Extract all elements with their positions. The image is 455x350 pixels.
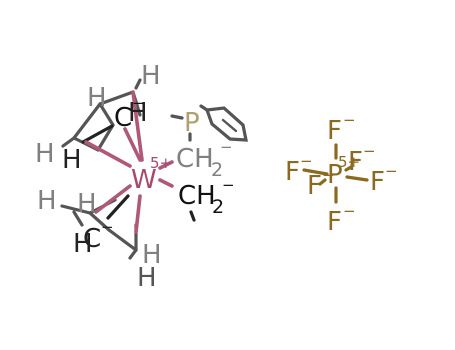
fluorine-label: F bbox=[327, 207, 342, 237]
carbon-lower-label: C bbox=[83, 224, 101, 254]
tungsten-charge: 5+ bbox=[150, 154, 172, 172]
phosphorus-anion-charge: 5+ bbox=[338, 153, 360, 171]
fluorine-charge: − bbox=[385, 162, 398, 180]
fluorine-label: F bbox=[370, 167, 385, 197]
fluorine-label: F bbox=[348, 147, 363, 177]
bond bbox=[60, 204, 92, 215]
bond bbox=[345, 175, 369, 182]
bond bbox=[131, 90, 144, 162]
bond bbox=[81, 124, 114, 144]
bond bbox=[318, 178, 327, 186]
bond bbox=[134, 194, 142, 234]
hydrogen-label: H bbox=[37, 186, 57, 216]
bond bbox=[199, 104, 209, 112]
carbon-lower-charge: − bbox=[101, 218, 114, 236]
bond bbox=[106, 194, 130, 220]
hydrogen-label: H bbox=[128, 98, 148, 128]
bond bbox=[221, 118, 238, 133]
hydrogen-label: H bbox=[35, 139, 55, 169]
hydrogen-label: H bbox=[137, 263, 157, 293]
bond bbox=[128, 248, 138, 260]
bond bbox=[96, 123, 115, 152]
hydrogen-label: H bbox=[87, 83, 107, 113]
bond bbox=[88, 211, 111, 232]
tungsten-label: W bbox=[131, 165, 157, 195]
bond bbox=[94, 184, 132, 214]
lower-ring-dark-bonds bbox=[106, 194, 130, 220]
phosphorus-anion-label: P bbox=[327, 160, 343, 190]
bond bbox=[302, 168, 329, 176]
methylene-b-subscript: 2 bbox=[212, 196, 224, 218]
bond bbox=[158, 178, 174, 188]
bond bbox=[170, 114, 184, 120]
hydrogen-label: H bbox=[62, 145, 82, 175]
methylene-b-charge: − bbox=[222, 176, 235, 194]
fluorine-charge: − bbox=[343, 202, 356, 220]
phenyl-outline bbox=[204, 106, 248, 142]
bond bbox=[98, 90, 135, 106]
bond bbox=[189, 210, 196, 222]
bond bbox=[61, 136, 76, 148]
hydrogen-label: H bbox=[77, 189, 97, 219]
carbon-upper-label: C bbox=[114, 103, 132, 133]
bond bbox=[158, 160, 174, 170]
fluorine-charge: − bbox=[343, 111, 356, 129]
fluorine-label: F bbox=[327, 116, 342, 146]
upper-ring-dark-bonds bbox=[81, 124, 114, 144]
hydrogen-label: H bbox=[73, 229, 93, 259]
bond bbox=[107, 228, 138, 252]
phenyl-ring bbox=[170, 104, 248, 142]
bond bbox=[72, 102, 102, 140]
fluorine-charge: − bbox=[300, 152, 313, 170]
methylene-a-charge: − bbox=[220, 138, 233, 156]
methylene-a-subscript: 2 bbox=[211, 159, 223, 181]
hydrogen-label: H bbox=[141, 61, 161, 91]
tungsten-bonds bbox=[84, 90, 174, 234]
hydrogen-label: H bbox=[142, 240, 162, 270]
methylene-a-label: CH bbox=[176, 144, 214, 174]
bond bbox=[134, 78, 142, 90]
fluorine-charge: − bbox=[322, 166, 335, 184]
bond bbox=[344, 165, 353, 172]
bond bbox=[72, 210, 84, 227]
bond bbox=[123, 127, 142, 162]
fluorine-charge: − bbox=[363, 142, 376, 160]
fluorine-label: F bbox=[285, 157, 300, 187]
methylene-b-label: CH bbox=[178, 181, 216, 211]
fluorine-label: F bbox=[307, 171, 322, 201]
bond bbox=[84, 140, 132, 168]
pf6-bonds bbox=[302, 143, 369, 204]
phosphorus-ligand-label: P bbox=[184, 108, 200, 138]
bond bbox=[98, 102, 115, 127]
carbon-upper-charge: − bbox=[132, 94, 145, 112]
atom-labels: H H H H H H H H H H C − C − W 5+ P CH 2 … bbox=[35, 61, 398, 293]
